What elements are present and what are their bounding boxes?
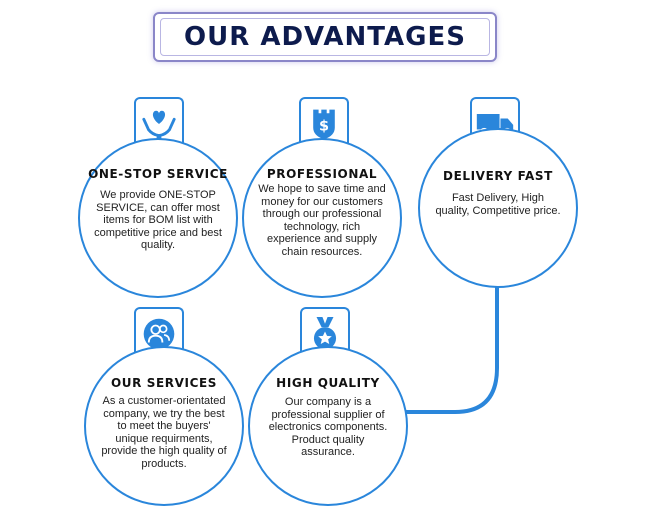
- hand-heart-icon: [142, 110, 176, 141]
- card-title: OUR SERVICES: [110, 376, 218, 390]
- card-one-stop-service: ONE-STOP SERVICE We provide ONE-STOP SER…: [78, 138, 238, 298]
- title-banner-inner: OUR ADVANTAGES: [160, 18, 490, 56]
- card-delivery-fast: DELIVERY FAST Fast Delivery, High qualit…: [418, 128, 578, 288]
- page-title: OUR ADVANTAGES: [184, 22, 466, 52]
- title-banner: OUR ADVANTAGES: [153, 12, 497, 62]
- card-title: ONE-STOP SERVICE: [88, 167, 228, 181]
- card-title: DELIVERY FAST: [443, 169, 553, 183]
- star-medal-icon: [313, 317, 337, 350]
- card-description: We provide ONE-STOP SERVICE, can offer m…: [94, 189, 222, 251]
- card-title: PROFESSIONAL: [266, 167, 378, 181]
- card-title: HIGH QUALITY: [276, 376, 380, 390]
- card-description: We hope to save time and money for our c…: [258, 183, 386, 258]
- dollar-shield-icon: $: [313, 109, 335, 140]
- card-professional: PROFESSIONAL We hope to save time and mo…: [242, 138, 402, 298]
- card-description: As a customer-orientated company, we try…: [101, 395, 227, 470]
- users-icon: [143, 318, 175, 350]
- card-description: Fast Delivery, High quality, Competitive…: [435, 192, 561, 217]
- card-our-services: OUR SERVICES As a customer-orientated co…: [84, 346, 244, 506]
- card-high-quality: HIGH QUALITY Our company is a profession…: [248, 346, 408, 506]
- card-description: Our company is a professional supplier o…: [268, 396, 388, 458]
- svg-text:$: $: [319, 118, 329, 134]
